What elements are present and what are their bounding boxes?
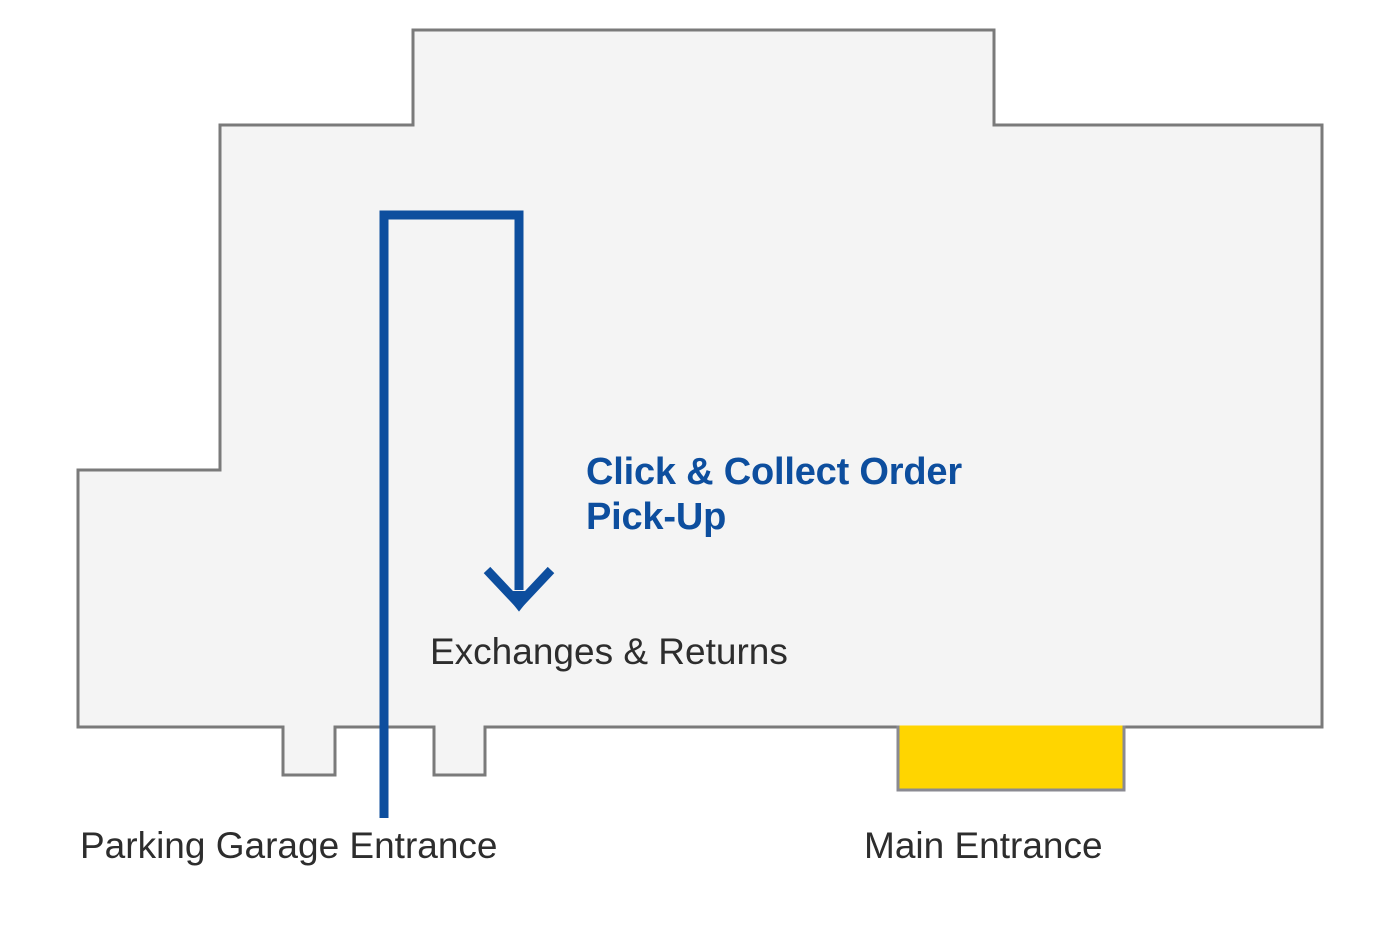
main-entrance-label: Main Entrance bbox=[864, 825, 1103, 866]
route-path bbox=[379, 210, 524, 818]
exchanges-and-returns-label: Exchanges & Returns bbox=[430, 631, 788, 672]
route-arrow-tip-icon bbox=[502, 591, 536, 612]
pickup-label-line-1: Click & Collect Order bbox=[586, 451, 962, 493]
building-outline bbox=[76, 28, 1324, 792]
parking-garage-entrance-label: Parking Garage Entrance bbox=[80, 825, 498, 866]
pickup-label-line-2: Pick-Up bbox=[586, 495, 727, 538]
main-entrance-marker bbox=[896, 725, 1126, 792]
